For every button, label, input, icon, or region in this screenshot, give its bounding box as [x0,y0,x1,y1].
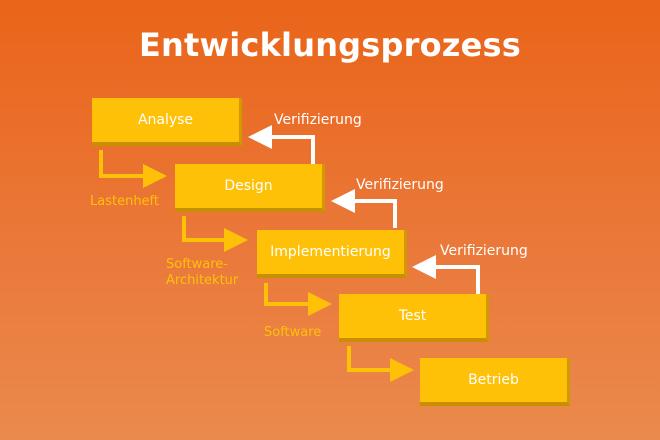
phase-box-analyse: Analyse [92,98,242,146]
verification-label-1: Verifizierung [274,112,362,128]
phase-box-test: Test [339,294,489,342]
diagram-title: Entwicklungsprozess [138,26,522,64]
phase-box-design: Design [175,164,325,212]
output-label-lastenheft: Lastenheft [90,194,159,209]
flow-arrow-3 [264,283,332,316]
verification-label-3: Verifizierung [440,243,528,259]
verification-arrow-2 [331,189,397,228]
verification-label-2: Verifizierung [356,177,444,193]
flow-arrow-2 [182,216,248,252]
verification-arrow-1 [248,125,315,164]
phase-box-betrieb: Betrieb [420,358,570,406]
phase-box-implementierung: Implementierung [257,230,407,278]
output-label-software: Software [264,325,322,340]
verification-arrow-3 [412,255,480,294]
output-label-software-architektur: Software- Architektur [166,257,239,288]
flow-arrow-4 [347,346,414,382]
flow-arrow-1 [99,150,167,188]
